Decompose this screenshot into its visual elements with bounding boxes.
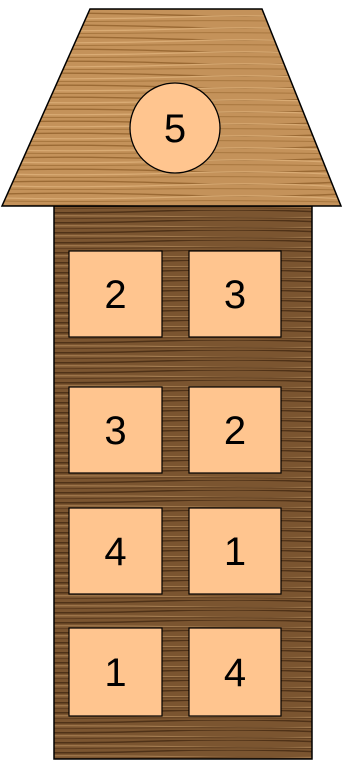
roof-number: 5: [164, 107, 186, 151]
window-r3-right-number: 1: [224, 530, 246, 574]
window-r3-left-number: 4: [104, 530, 126, 574]
window-r4-right-number: 4: [224, 651, 246, 695]
window-r2-left-number: 3: [104, 409, 126, 453]
window-r1-left-number: 2: [104, 273, 126, 317]
window-r4-left-number: 1: [104, 651, 126, 695]
window-r1-right-number: 3: [224, 273, 246, 317]
window-r2-right-number: 2: [224, 409, 246, 453]
